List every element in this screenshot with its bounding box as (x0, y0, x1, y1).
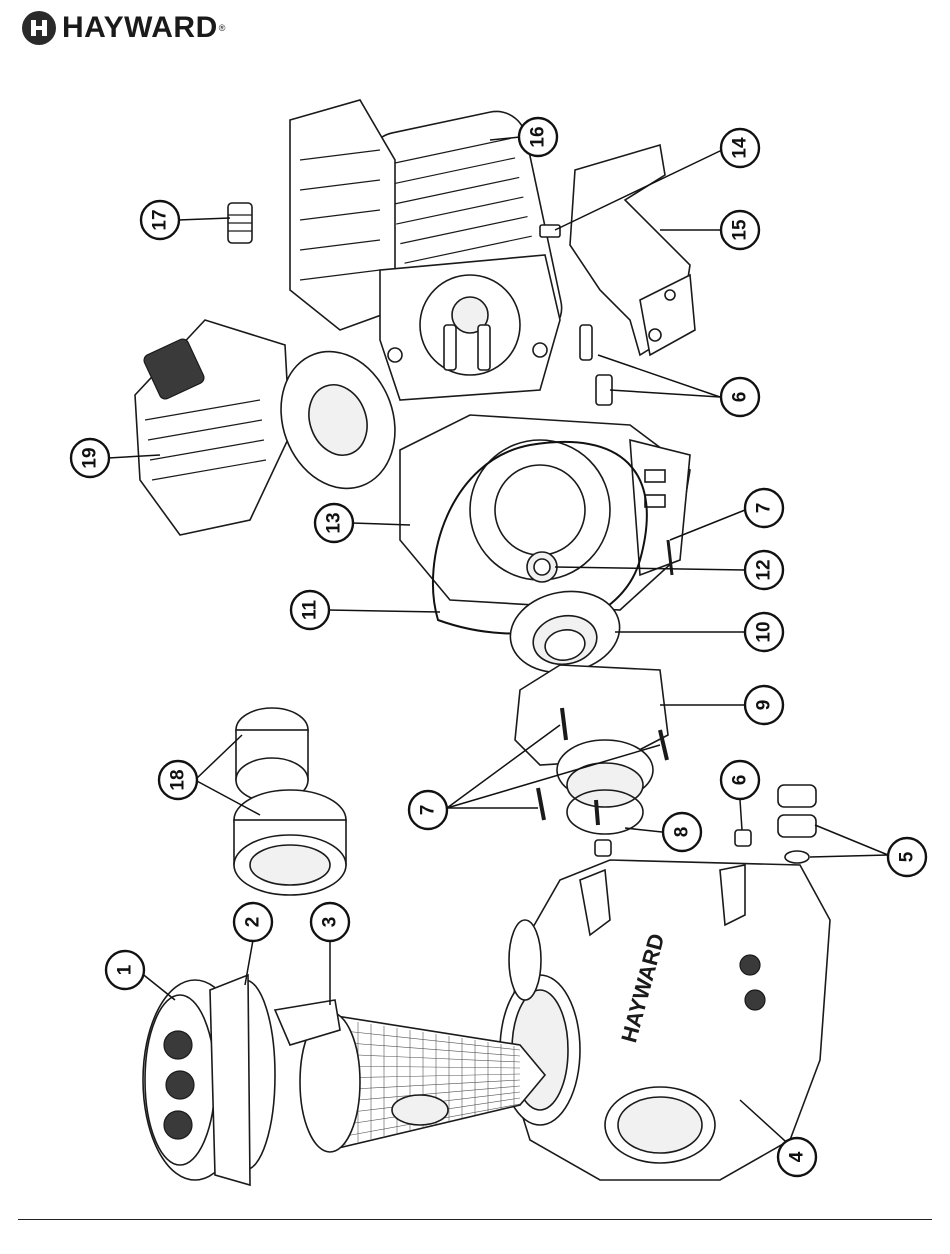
strainer-housing-part: HAYWARD (500, 860, 830, 1180)
callout-8: 8 (663, 813, 701, 851)
callout-19: 19 (71, 439, 109, 477)
callout-17-label: 17 (150, 209, 171, 230)
union-fitting-parts (234, 708, 346, 895)
mechanical-seal-part (527, 552, 557, 582)
footer-rule (18, 1219, 932, 1220)
callout-6-lower-label: 6 (730, 775, 751, 786)
callout-12: 12 (745, 551, 783, 589)
callout-18-label: 18 (168, 769, 189, 790)
motor-support-part (570, 145, 695, 355)
callout-6-lower: 6 (721, 761, 759, 799)
callout-15-label: 15 (730, 219, 751, 241)
callout-3: 3 (311, 903, 349, 941)
callout-7-lower: 7 (409, 791, 447, 829)
callout-16-label: 16 (528, 126, 549, 147)
callout-14-label: 14 (730, 137, 751, 159)
callout-6-upper-label: 6 (730, 392, 751, 403)
callout-14: 14 (721, 129, 759, 167)
callout-5: 5 (888, 838, 926, 876)
callout-12-label: 12 (754, 559, 775, 580)
callout-2-label: 2 (243, 917, 264, 928)
callout-19-label: 19 (80, 447, 101, 468)
callout-16: 16 (519, 118, 557, 156)
callout-11: 11 (291, 591, 329, 629)
callout-2: 2 (234, 903, 272, 941)
callout-8-label: 8 (672, 827, 693, 838)
callout-10-label: 10 (754, 621, 775, 642)
callout-5-label: 5 (897, 851, 918, 862)
callout-4-label: 4 (787, 1151, 808, 1162)
callout-13-label: 13 (324, 512, 345, 533)
callout-9: 9 (745, 686, 783, 724)
callout-7-lower-label: 7 (418, 805, 439, 816)
callout-1-label: 1 (115, 964, 136, 975)
callout-7-upper-label: 7 (754, 503, 775, 514)
diffuser-part (515, 665, 668, 807)
callout-3-label: 3 (320, 917, 341, 928)
callout-17: 17 (141, 201, 179, 239)
strainer-lid-part (143, 975, 250, 1185)
callout-1: 1 (106, 951, 144, 989)
callout-18: 18 (159, 761, 197, 799)
callout-10: 10 (745, 613, 783, 651)
callout-13: 13 (315, 504, 353, 542)
callout-11-label: 11 (300, 600, 321, 621)
callout-9-label: 9 (754, 700, 775, 711)
drain-plug-parts (778, 785, 816, 863)
cable-gland-part (228, 203, 252, 243)
callout-6-upper: 6 (721, 378, 759, 416)
variable-speed-drive-part (135, 320, 414, 535)
motor-bolt-part (540, 225, 560, 237)
callout-4: 4 (778, 1138, 816, 1176)
callout-7-upper: 7 (745, 489, 783, 527)
callout-15: 15 (721, 211, 759, 249)
